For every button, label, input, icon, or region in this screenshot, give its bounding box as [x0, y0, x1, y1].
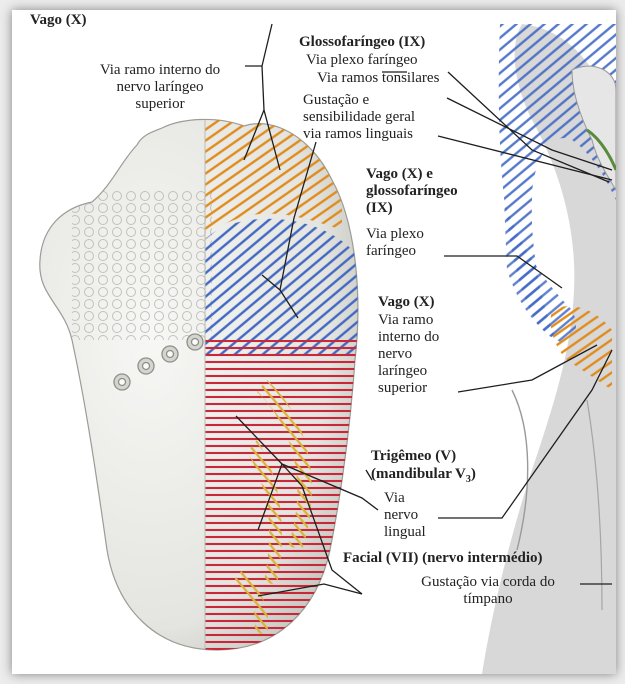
vago-mid-desc-line-1: Via ramo	[378, 312, 439, 329]
glosso-desc-line-1: Gustação e	[303, 92, 415, 109]
trigemeo-sub-text: (mandibular V	[371, 466, 466, 482]
facial-desc-line-2: tímpano	[398, 591, 578, 608]
vago-mid-desc-line-2: interno do	[378, 329, 439, 346]
trigemeo-sub-close: )	[471, 466, 476, 482]
tongue-illustration	[40, 110, 365, 660]
lingual-desc-line-3: lingual	[384, 524, 426, 541]
vago-top-desc-line-2: nervo laríngeo	[70, 79, 250, 96]
figure-frame: Vago (X) Via ramo interno do nervo larín…	[12, 10, 616, 674]
label-vago-glosso-title: Vago (X) e glossofaríngeo (IX)	[366, 166, 458, 217]
lingual-desc-line-1: Via	[384, 490, 426, 507]
label-trigemeo-title: Trigêmeo (V)	[371, 448, 456, 465]
glosso-desc-line-3: via ramos linguais	[303, 126, 415, 143]
lingual-desc-line-2: nervo	[384, 507, 426, 524]
label-facial-desc: Gustação via corda do tímpano	[398, 574, 578, 608]
label-glosso-desc: Gustação e sensibilidade geral via ramos…	[303, 92, 415, 143]
vago-mid-desc-line-5: superior	[378, 380, 439, 397]
vago-top-desc-line-1: Via ramo interno do	[70, 62, 250, 79]
vago-mid-desc-line-3: nervo	[378, 346, 439, 363]
label-glosso-line1: Via plexo faríngeo	[306, 52, 418, 69]
label-lingual-desc: Via nervo lingual	[384, 490, 426, 541]
vago-glosso-title-line-3: (IX)	[366, 200, 458, 217]
label-vago-mid-desc: Via ramo interno do nervo laríngeo super…	[378, 312, 439, 397]
vago-glosso-title-line-2: glossofaríngeo	[366, 183, 458, 200]
label-glosso-title: Glossofaríngeo (IX)	[299, 34, 425, 51]
label-vago-top: Vago (X)	[30, 12, 87, 29]
vago-mid-desc-line-4: laríngeo	[378, 363, 439, 380]
vago-glosso-title-line-1: Vago (X) e	[366, 166, 458, 183]
vago-glosso-desc-line-1: Via plexo	[366, 226, 424, 243]
label-vago-mid-title: Vago (X)	[378, 294, 435, 311]
glosso-desc-line-2: sensibilidade geral	[303, 109, 415, 126]
label-vago-glosso-desc: Via plexo faríngeo	[366, 226, 424, 260]
label-vago-top-desc: Via ramo interno do nervo laríngeo super…	[70, 62, 250, 113]
label-trigemeo-sub: (mandibular V3)	[371, 466, 476, 488]
vago-top-desc-line-3: superior	[70, 96, 250, 113]
facial-desc-line-1: Gustação via corda do	[398, 574, 578, 591]
vago-glosso-desc-line-2: faríngeo	[366, 243, 424, 260]
label-facial-title: Facial (VII) (nervo intermédio)	[343, 550, 543, 567]
label-glosso-line2: Via ramos tonsilares	[317, 70, 439, 87]
